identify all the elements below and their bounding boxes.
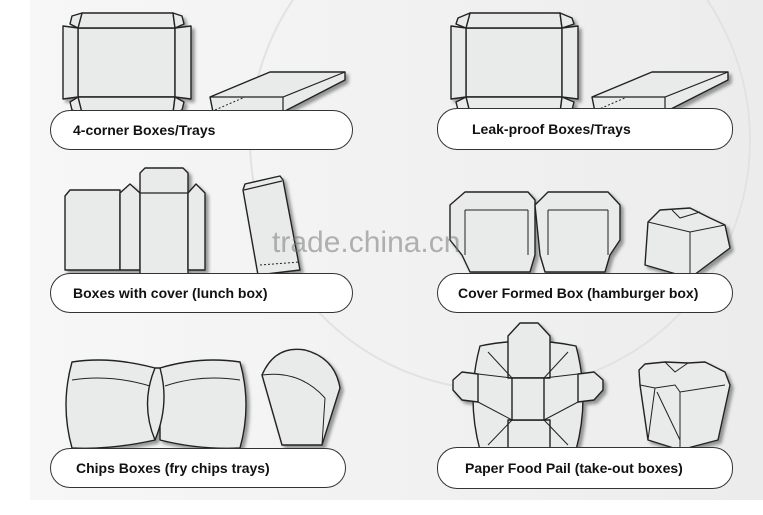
label-chips-boxes: Chips Boxes (fry chips trays) xyxy=(50,448,346,488)
food-pail-blank xyxy=(452,322,604,476)
label-four-corner-boxes: 4-corner Boxes/Trays xyxy=(50,110,353,150)
label-food-pail: Paper Food Pail (take-out boxes) xyxy=(437,447,733,489)
food-pail-3d xyxy=(638,361,731,451)
lunch-box-blank xyxy=(64,167,206,276)
four-corner-tray-3d xyxy=(209,71,346,113)
label-hamburger-box: Cover Formed Box (hamburger box) xyxy=(437,273,733,313)
hamburger-box-3d xyxy=(644,207,731,279)
four-corner-tray-blank xyxy=(62,12,192,114)
chips-tray-blank xyxy=(65,359,247,450)
fry-box-3d xyxy=(261,348,341,446)
hamburger-box-blank xyxy=(449,191,621,273)
leak-proof-tray-blank xyxy=(450,12,579,114)
watermark: trade.china.cn xyxy=(272,226,461,259)
label-leak-proof-boxes: Leak-proof Boxes/Trays xyxy=(437,108,733,150)
leak-proof-tray-3d xyxy=(591,71,729,113)
label-lunch-box: Boxes with cover (lunch box) xyxy=(50,273,353,313)
